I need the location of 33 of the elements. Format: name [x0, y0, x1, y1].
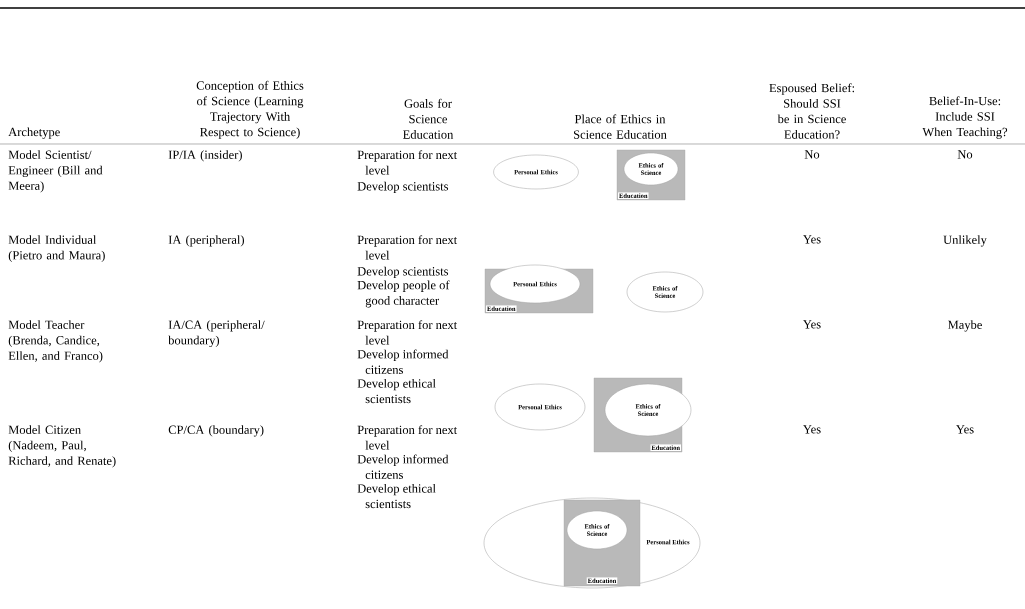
goal-text: Develop ethical scientists	[357, 483, 436, 509]
goal-text: Preparation for next level	[357, 320, 458, 345]
conception-text: IP/IA (insider)	[168, 150, 242, 162]
archetype-text: Model Individual (Pietro and Maura)	[8, 235, 105, 263]
goal-text: Develop scientists	[357, 181, 449, 194]
goal-text: Develop informed citizens	[357, 349, 449, 374]
archetype-text: Model Scientist/ Engineer (Bill and Meera)	[8, 150, 103, 193]
archetype-text: Model Teacher (Brenda, Candice, Ellen, and Franco)	[8, 320, 103, 363]
answer-text: Yes	[803, 320, 821, 329]
goal-text: Develop people of good character	[357, 280, 450, 308]
goal-text: Develop informed citizens	[357, 454, 449, 479]
goal-text: Develop ethical scientists	[357, 378, 436, 404]
column-heading: Goals for Science Education	[403, 98, 454, 139]
column-heading: Conception of Ethics of Science (Learning Trajectory With Respect to Science)	[196, 80, 304, 139]
answer-text: Yes	[956, 425, 974, 434]
conception-text: CP/CA (boundary)	[168, 425, 264, 437]
goal-text: Preparation for next level	[357, 150, 458, 175]
conception-text: IA/CA (peripheral/ boundary)	[168, 320, 265, 348]
conception-text: IA (peripheral)	[168, 235, 244, 247]
goal-text: Develop scientists	[357, 266, 449, 279]
answer-text: Yes	[803, 425, 821, 434]
column-heading: Archetype	[8, 127, 60, 139]
answer-text: Unlikely	[943, 235, 987, 247]
answer-text: No	[804, 150, 820, 159]
answer-text: No	[957, 150, 973, 159]
goal-text: Preparation for next level	[357, 425, 458, 450]
answer-text: Maybe	[948, 320, 982, 332]
column-heading: Belief-In-Use: Include SSI When Teaching?	[922, 96, 1008, 139]
archetype-text: Model Citizen (Nadeem, Paul, Richard, and Renate)	[8, 425, 116, 468]
goal-text: Preparation for next level	[357, 235, 458, 260]
column-heading: Place of Ethics in Science Education	[574, 114, 667, 139]
column-heading: Espoused Belief: Should SSI be in Science Education?	[769, 83, 855, 139]
answer-text: Yes	[803, 235, 821, 244]
